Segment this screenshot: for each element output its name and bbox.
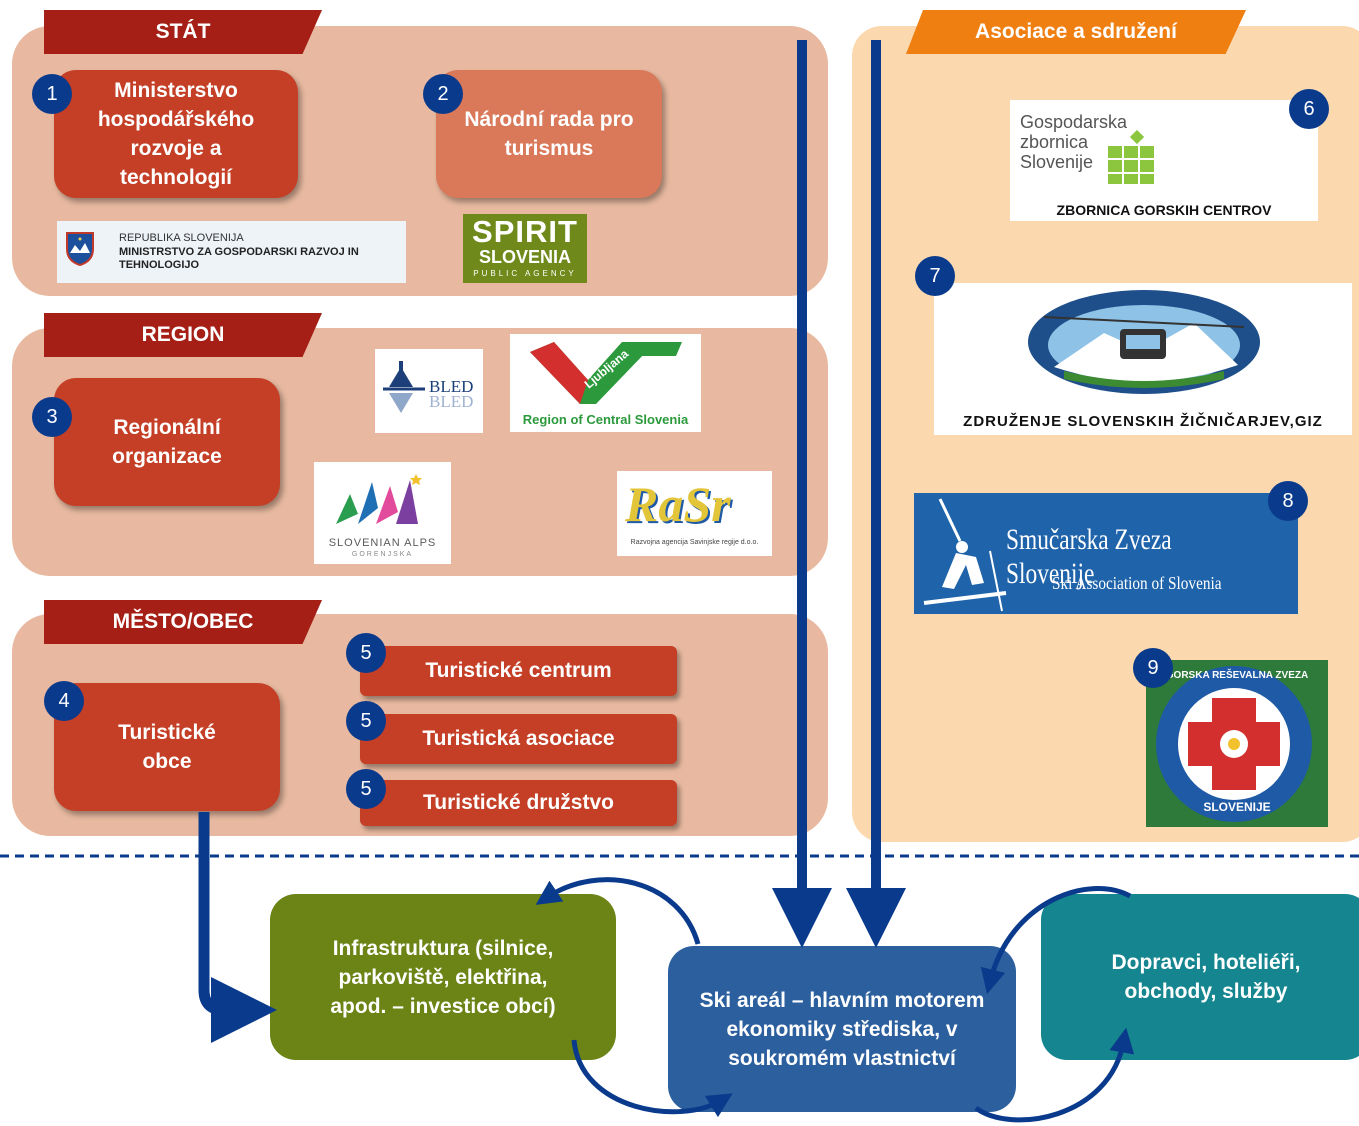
rasr-caption: Razvojna agencija Savinjske regije d.o.o… [630, 539, 759, 546]
section-tag-mesto: MĚSTO/OBEC [44, 600, 322, 644]
gzs-grid-icon [1108, 130, 1154, 184]
turisticke-obce-label: Turistické obce [118, 721, 216, 773]
badge-6: 6 [1289, 89, 1329, 129]
gzs-logo: Gospodarska zbornica Slovenije ZBORNICA … [1010, 100, 1318, 221]
badge-8: 8 [1268, 481, 1308, 521]
grz-top-text: GORSKA REŠEVALNA ZVEZA [1165, 670, 1309, 681]
spirit-word: SPIRIT [472, 214, 578, 249]
obce-to-infrastruktura-arrow [198, 812, 277, 1043]
szs-logo: Smučarska Zveza Slovenije Ski Associatio… [914, 493, 1298, 614]
badge-9: 9 [1133, 648, 1173, 688]
zsz-cablecar-emblem-icon [1028, 290, 1260, 394]
grz-bottom-text: SLOVENIJE [1203, 800, 1271, 814]
zsz-caption: ZDRUŽENJE SLOVENSKIH ŽIČNIČARJEV,GIZ [963, 413, 1323, 430]
badge-4: 4 [44, 681, 84, 721]
republika-line-1: REPUBLIKA SLOVENIJA [119, 232, 244, 244]
gzs-line-2: zbornica [1020, 132, 1089, 152]
ski-areal-box: Ski areál – hlavním motorem ekonomiky st… [668, 946, 1016, 1112]
turisticke-druzstvo-box: Turistické družstvo [360, 780, 677, 826]
slovenian-alps-logo: SLOVENIAN ALPS GORENJSKA [314, 462, 451, 564]
infrastruktura-box: Infrastruktura (silnice, parkoviště, ele… [270, 894, 616, 1060]
alps-line-2: GORENJSKA [351, 551, 414, 558]
badge-7: 7 [915, 256, 955, 296]
turisticke-obce-box: Turistické obce [54, 683, 280, 811]
grz-logo: GORSKA REŠEVALNA ZVEZA SLOVENIJE [1146, 660, 1328, 827]
rasr-word: RaSr [625, 476, 731, 532]
spirit-slovenia-word: SLOVENIA [478, 247, 571, 267]
regionalni-label: Regionální organizace [112, 416, 222, 468]
ski-jumper-icon [923, 498, 1007, 612]
regionalni-box: Regionální organizace [54, 378, 280, 506]
badge-5a: 5 [346, 633, 386, 673]
section-tag-region: REGION [44, 313, 322, 357]
szs-line-2: Ski Association of Slovenia [1052, 573, 1222, 593]
section-tag-stat: STÁT [44, 10, 322, 54]
dopravci-label: Dopravci, hoteliéři, obchody, služby [1111, 951, 1301, 1003]
spirit-slovenia-logo: SPIRIT SLOVENIA PUBLIC AGENCY [463, 214, 587, 283]
narodni-rada-box: Národní rada pro turismus [436, 70, 662, 198]
narodni-rada-label: Národní rada pro turismus [464, 108, 634, 160]
bled-logo: BLED BLED [375, 349, 483, 433]
spirit-agency-word: PUBLIC AGENCY [473, 269, 577, 278]
slovenia-coat-of-arms-icon [66, 232, 94, 267]
badge-2: 2 [423, 74, 463, 114]
infrastruktura-label: Infrastruktura (silnice, parkoviště, ele… [330, 936, 556, 1018]
bled-word-top: BLED [429, 377, 474, 396]
ljubljana-caption: Region of Central Slovenia [522, 412, 689, 427]
grz-rescue-emblem-icon [1156, 666, 1312, 822]
ministerstvo-box: Ministerstvo hospodářského rozvoje a tec… [54, 70, 298, 198]
gzs-caption: ZBORNICA GORSKIH CENTROV [1056, 202, 1272, 218]
badge-3: 3 [32, 397, 72, 437]
alps-line-1: SLOVENIAN ALPS [328, 537, 437, 549]
gzs-line-3: Slovenije [1020, 152, 1094, 172]
ski-areal-label: Ski areál – hlavním motorem ekonomiky st… [699, 988, 985, 1070]
bled-word-reflection: BLED [429, 392, 474, 411]
turisticke-centrum-box: Turistické centrum [360, 646, 677, 696]
szs-line-1: Smučarska Zveza Slovenije [1006, 523, 1172, 590]
ljubljana-region-logo: Ljubljana Region of Central Slovenia [510, 334, 701, 432]
republika-line-2: MINISTRSTVO ZA GOSPODARSKI RAZVOJ IN [119, 246, 359, 258]
badge-5b: 5 [346, 701, 386, 741]
dopravci-box: Dopravci, hoteliéři, obchody, služby [1041, 894, 1359, 1060]
section-tag-asociace: Asociace a sdružení [906, 10, 1246, 54]
alps-mountain-icon [336, 474, 422, 524]
ljubljana-v-mark-icon [530, 342, 682, 404]
badge-1: 1 [32, 74, 72, 114]
republika-line-3: TEHNOLOGIJO [119, 259, 200, 271]
ministerstvo-label: Ministerstvo hospodářského rozvoje a tec… [97, 79, 255, 189]
republika-slovenija-logo: REPUBLIKA SLOVENIJA MINISTRSTVO ZA GOSPO… [57, 221, 406, 283]
gzs-line-1: Gospodarska [1020, 112, 1128, 132]
turisticka-asociace-box: Turistická asociace [360, 714, 677, 764]
zsz-logo: ZDRUŽENJE SLOVENSKIH ŽIČNIČARJEV,GIZ [934, 283, 1352, 435]
badge-5c: 5 [346, 769, 386, 809]
rasr-logo: RaSr Razvojna agencija Savinjske regije … [617, 471, 772, 556]
bled-island-icon [383, 361, 425, 413]
